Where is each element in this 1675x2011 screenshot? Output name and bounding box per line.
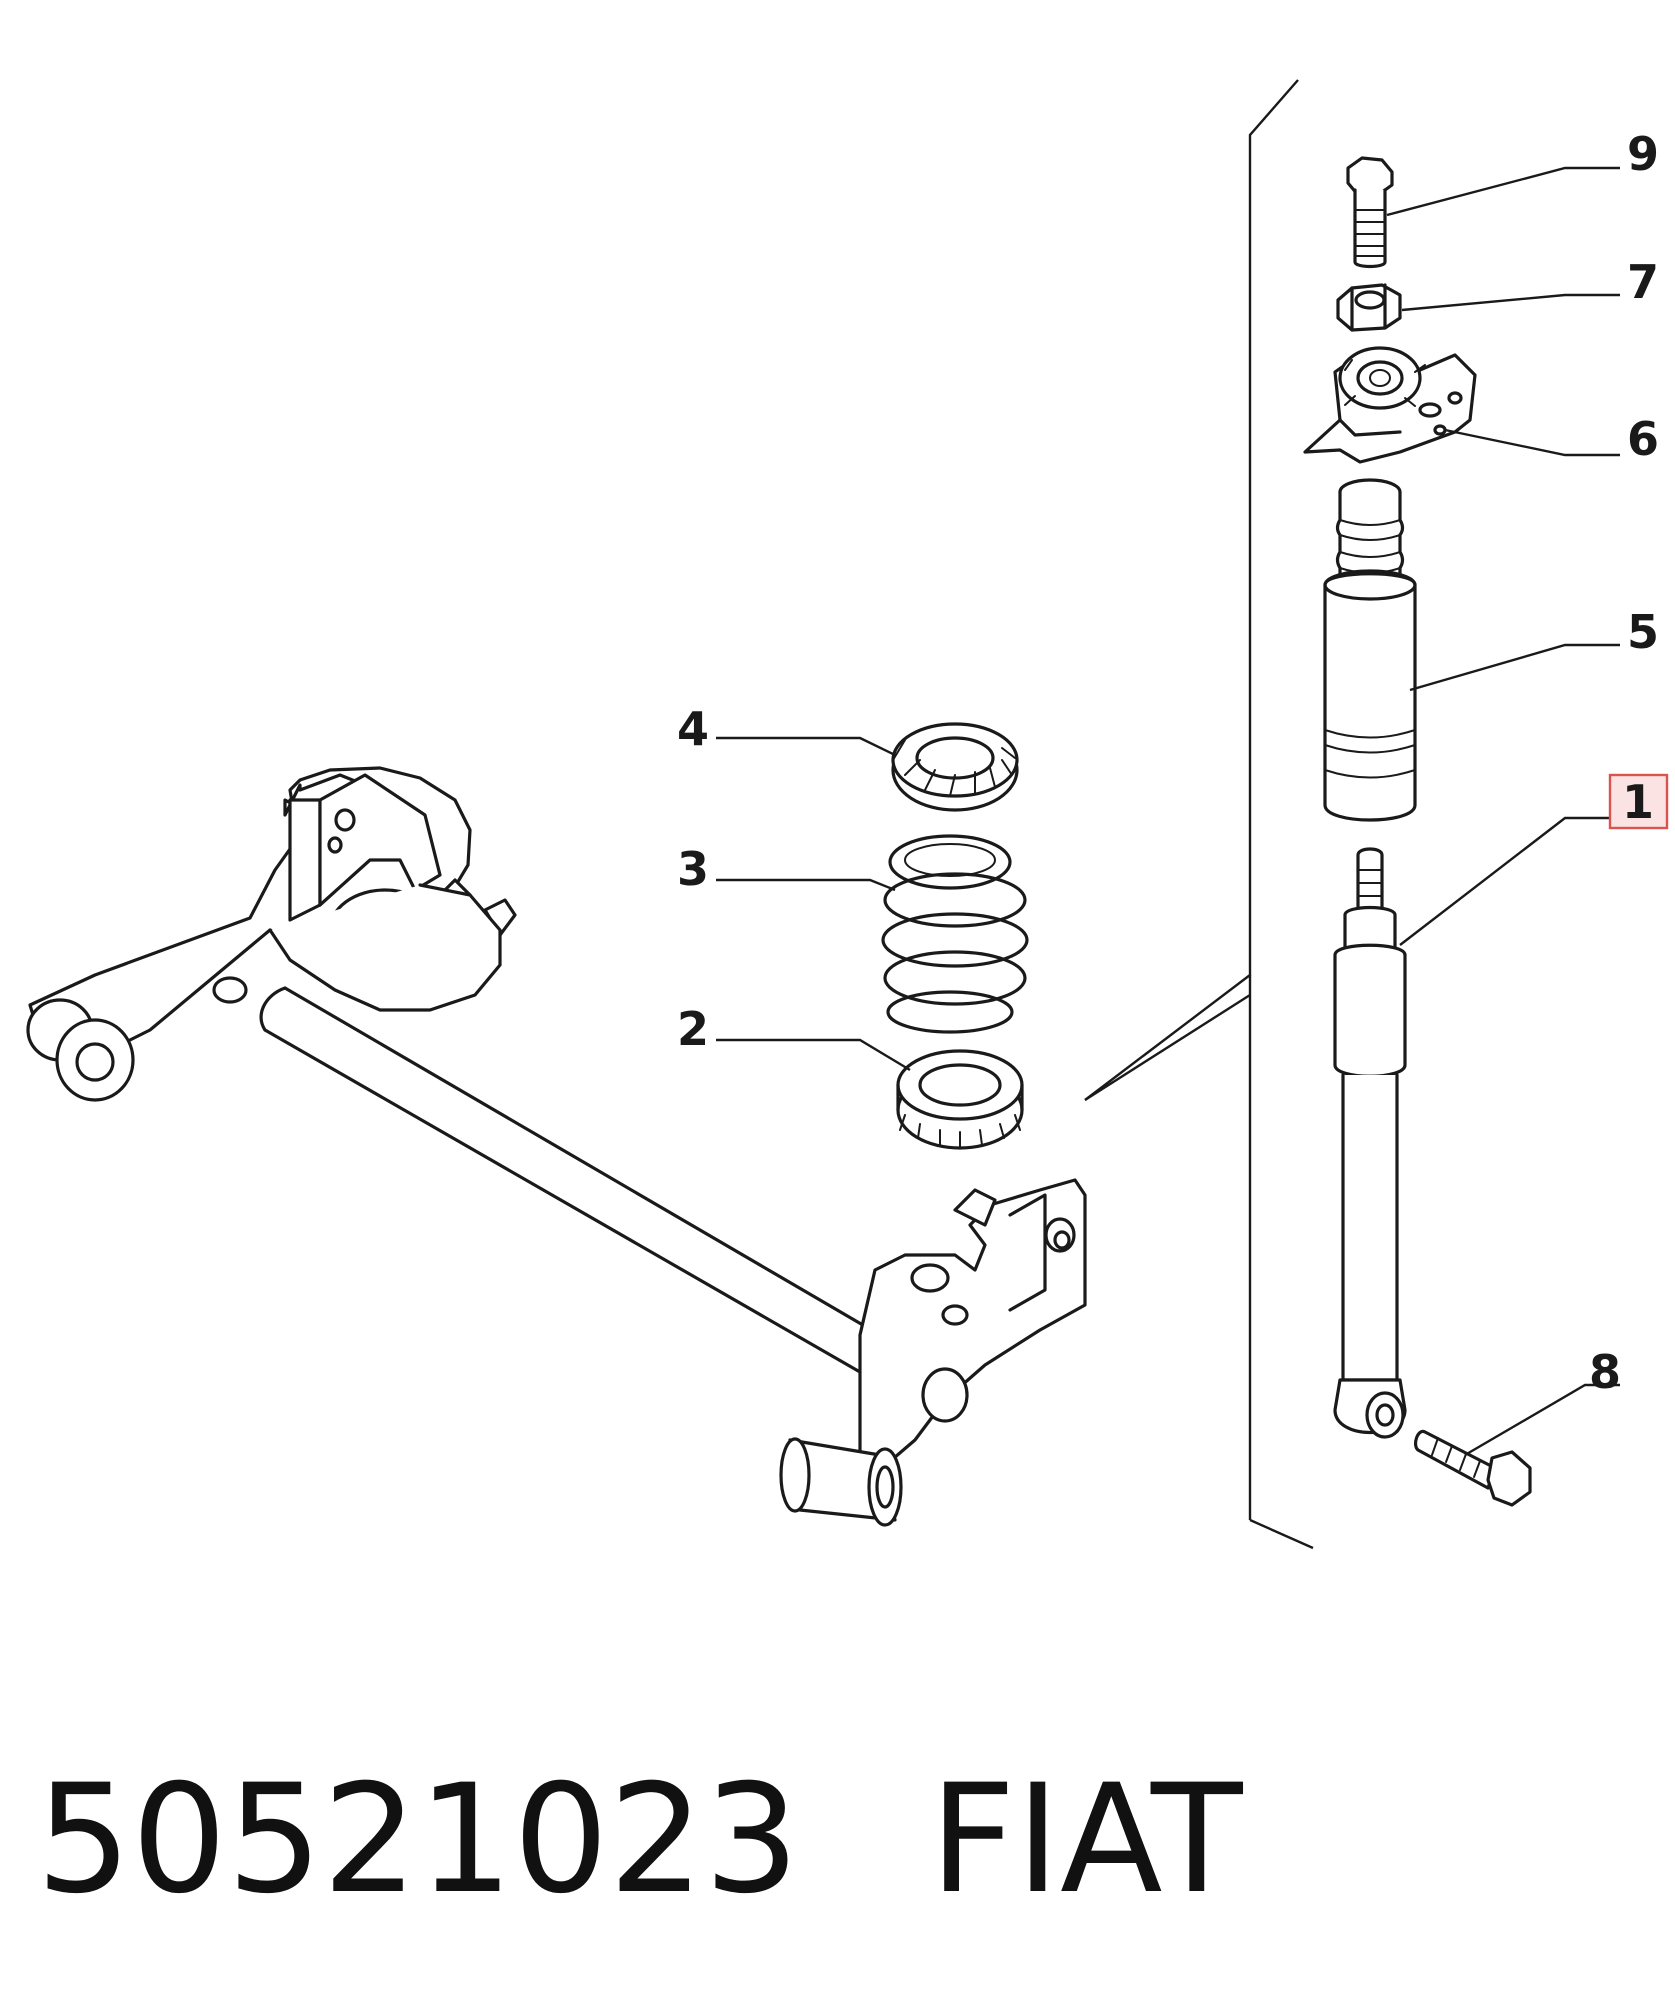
coil-spring-drawing: [881, 834, 1029, 1034]
callout-5: 5: [1627, 605, 1659, 659]
rear-axle-beam-drawing: [26, 766, 1087, 1527]
lower-bolt-drawing: [1413, 1429, 1532, 1507]
callout-9: 9: [1627, 127, 1659, 181]
callout-1: 1: [1622, 775, 1654, 829]
dust-cover-drawing: [1323, 478, 1417, 822]
upper-mount-drawing: [1303, 346, 1477, 464]
leader-lines: [716, 166, 1620, 1457]
nut-drawing: [1336, 283, 1402, 332]
part-number-caption: 50521023 FIAT: [36, 1760, 1243, 1920]
shock-absorber-drawing: [1333, 847, 1407, 1439]
upper-spring-seat-drawing: [891, 722, 1019, 812]
callout-labels: 9 7 6 5 4 3 2 1 8: [677, 127, 1669, 1399]
callout-6: 6: [1627, 412, 1659, 466]
callout-4: 4: [677, 702, 709, 756]
callout-8: 8: [1589, 1345, 1621, 1399]
top-bolt-drawing: [1346, 156, 1394, 269]
assembly-separator-lines: [1084, 79, 1314, 1550]
part-number: 50521023: [36, 1753, 800, 1927]
callout-7: 7: [1627, 255, 1659, 309]
callout-3: 3: [677, 842, 709, 896]
callout-2: 2: [677, 1002, 709, 1056]
lower-spring-seat-drawing: [896, 1049, 1024, 1150]
brand-name: FIAT: [929, 1753, 1243, 1927]
exploded-parts-diagram: 9 7 6 5 4 3 2 1 8: [26, 79, 1669, 1550]
callout-1-highlight-box: [1608, 773, 1669, 830]
